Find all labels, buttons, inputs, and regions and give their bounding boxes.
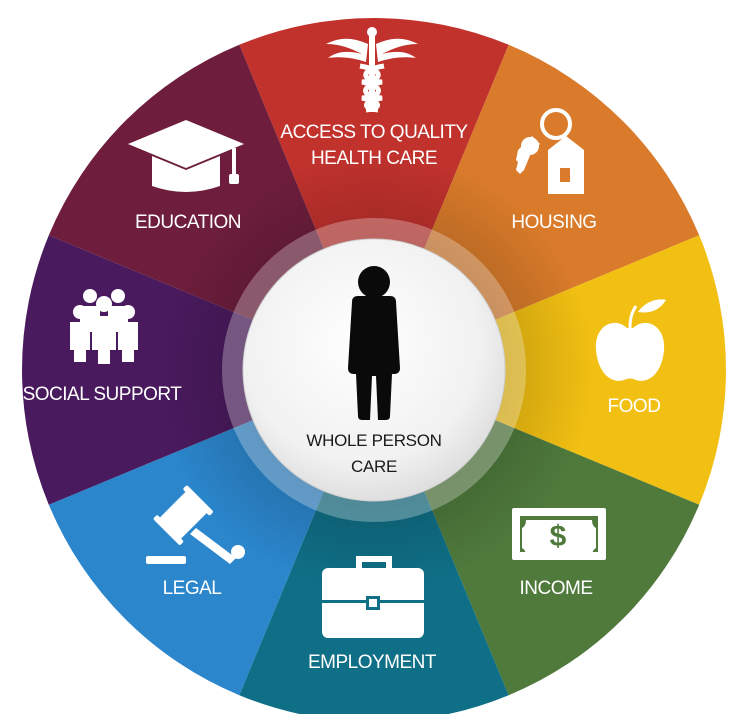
segment-label-social-support: SOCIAL SUPPORT [23, 384, 183, 405]
dollar-sign: $ [550, 520, 567, 553]
segment-label-income: INCOME [520, 578, 593, 599]
apple-icon [595, 299, 666, 381]
gavel-icon [146, 485, 245, 564]
caduceus-icon [326, 27, 418, 113]
segment-label-employment: EMPLOYMENT [308, 652, 437, 673]
person-icon [348, 266, 400, 420]
group-of-people-icon [70, 289, 138, 364]
segment-label-legal: LEGAL [163, 578, 222, 599]
segment-label-health-care-line2: HEALTH CARE [311, 148, 437, 169]
segment-label-health-care-line1: ACCESS TO QUALITY [280, 122, 468, 143]
segment-label-education: EDUCATION [135, 212, 241, 233]
center-label-line1: WHOLE PERSON [306, 431, 441, 450]
briefcase-icon [322, 556, 424, 638]
house-keys-icon [516, 108, 584, 194]
segment-label-housing: HOUSING [511, 212, 596, 233]
center-label-line2: CARE [351, 457, 397, 476]
dollar-bill-icon: $ [512, 508, 606, 560]
segment-label-food: FOOD [608, 396, 661, 417]
graduation-cap-icon [128, 120, 244, 192]
